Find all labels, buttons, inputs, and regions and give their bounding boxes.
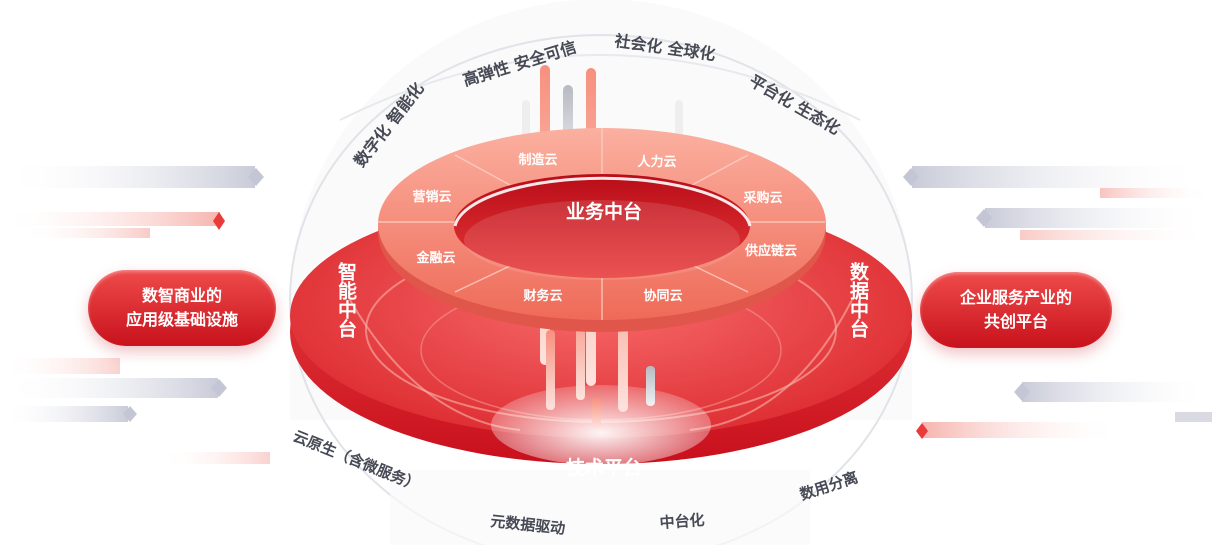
left-positioning-pill: 数智商业的 应用级基础设施	[88, 270, 276, 346]
left-pill-line-2: 应用级基础设施	[125, 310, 238, 329]
arc-label-middle: 中台化	[659, 511, 705, 532]
cloud-label-finance: 财务云	[523, 288, 562, 304]
cloud-label-collaboration: 协同云	[643, 288, 682, 304]
data-platform-label: 数据中台	[847, 261, 869, 338]
cloud-label-hr: 人力云	[637, 154, 676, 170]
right-positioning-pill: 企业服务产业的 共创平台	[920, 272, 1112, 348]
left-pill-line-1: 数智商业的	[141, 286, 222, 305]
cloud-label-banking: 金融云	[415, 250, 455, 266]
right-pill-line-1: 企业服务产业的	[959, 288, 1072, 307]
cloud-label-supply-chain: 供应链云	[744, 243, 797, 259]
right-decor-stripes	[903, 166, 1212, 439]
business-ring	[378, 128, 826, 332]
cloud-label-marketing: 营销云	[412, 189, 451, 205]
cloud-labels: 制造云 人力云 采购云 供应链云 协同云 财务云 金融云 营销云	[412, 152, 797, 304]
arc-label-cloud-native: 云原生（含微服务）	[291, 427, 423, 494]
cloud-label-procurement: 采购云	[742, 190, 782, 206]
intelligence-platform-label: 智能中台	[335, 261, 357, 338]
cloud-label-manufacturing: 制造云	[518, 152, 557, 168]
right-pill-line-2: 共创平台	[983, 312, 1048, 331]
left-decor-stripes	[0, 166, 270, 464]
business-platform-title: 业务中台	[566, 200, 642, 223]
tech-platform-label: 技术平台	[566, 456, 642, 479]
